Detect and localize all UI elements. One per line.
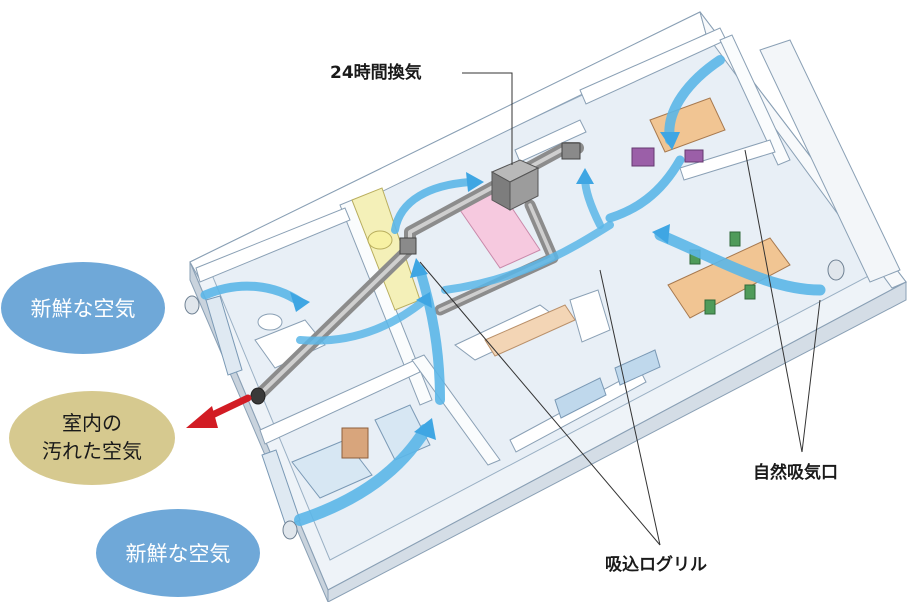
bubble-dirty-air: 室内の 汚れた空気: [9, 391, 175, 485]
sink-icon: [258, 314, 282, 330]
grille-box-left: [400, 238, 416, 254]
nightstand: [342, 428, 368, 458]
label-ventilation-unit: 24時間換気: [330, 62, 422, 83]
vent-left-top: [185, 296, 199, 314]
toilet-icon: [368, 231, 392, 249]
purple-cushion-1: [632, 148, 654, 166]
building-floorplan: [185, 12, 906, 602]
label-natural-inlet: 自然吸気口: [753, 462, 838, 483]
bubble-text-line2: 汚れた空気: [42, 439, 142, 463]
label-intake-grille: 吸込ログリル: [605, 554, 707, 575]
vent-left-bottom: [283, 521, 297, 539]
exhaust-outlet: [251, 388, 265, 404]
bubble-fresh-air-top: 新鮮な空気: [1, 262, 165, 354]
exhaust-arrow: [186, 398, 248, 428]
bubble-fresh-air-bottom: 新鮮な空気: [96, 509, 260, 597]
grille-box-top: [562, 143, 580, 159]
bubble-text-line1: 室内の: [62, 411, 122, 435]
bubble-text: 新鮮な空気: [126, 542, 231, 566]
purple-cushion-2: [685, 150, 703, 162]
bubble-text: 新鮮な空気: [31, 297, 136, 321]
bubble-shape: [9, 391, 175, 485]
vent-right: [828, 260, 844, 280]
